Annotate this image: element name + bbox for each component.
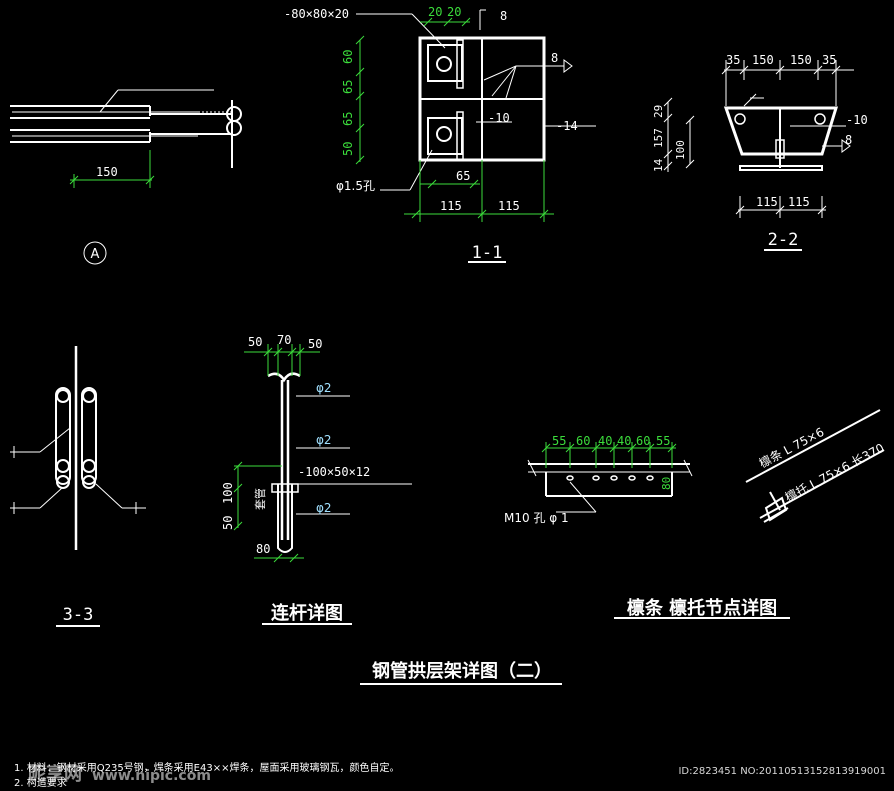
detail-a-marker: A	[91, 247, 100, 262]
section-1-1-weld-8b: 8	[551, 51, 558, 65]
section-2-2-left-100: 100	[674, 140, 687, 160]
watermark-id: ID:2823451 NO:20110513152813919001	[678, 766, 886, 777]
section-1-1-dim-65: 65	[456, 169, 470, 183]
section-1-1-weld-8: 8	[500, 9, 507, 23]
tie-rod-title: 连杆详图	[271, 602, 343, 624]
section-1-1-geometry	[355, 9, 596, 263]
watermark-url: www.nipic.com	[92, 768, 211, 784]
section-2-2-top-150a: 150	[752, 53, 774, 67]
purlin-dim-5: 60	[636, 434, 650, 448]
section-3-3-title: 3-3	[63, 605, 94, 625]
section-2-2-left-157: 157	[652, 128, 665, 148]
note-line-2: 2. 构造要求	[14, 776, 67, 789]
purlin-dim-2: 60	[576, 434, 590, 448]
purlin-dim-4: 40	[617, 434, 631, 448]
tie-rod-left-50: 50	[221, 516, 235, 530]
section-2-2-bottom-115b: 115	[788, 195, 810, 209]
section-1-1-plate-10: -10	[488, 111, 510, 125]
detail-a	[10, 89, 242, 265]
tie-rod-geometry	[233, 344, 412, 625]
section-1-1-left-65a: 65	[341, 80, 355, 94]
section-1-1-dim-top-a: 20	[428, 5, 442, 19]
purlin-dim-6: 55	[656, 434, 670, 448]
section-2-2-bottom-115a: 115	[756, 195, 778, 209]
section-3-3-geometry	[10, 346, 146, 627]
purlin-right-80: 80	[660, 477, 673, 490]
tie-rod-top-50b: 50	[308, 337, 322, 351]
section-2-2-geometry	[663, 60, 854, 251]
section-1-1-title: 1-1	[472, 243, 503, 263]
tie-rod-top-70: 70	[277, 333, 291, 347]
detail-a-dim-150: 150	[96, 165, 118, 179]
tie-rod-phi2-c: φ2	[316, 501, 332, 515]
purlin-dim-3: 40	[598, 434, 612, 448]
section-2-2-top-35b: 35	[822, 53, 836, 67]
tie-rod-top-50a: 50	[248, 335, 262, 349]
section-2-2-weld-8: 8	[845, 133, 852, 147]
main-title: 钢管拱层架详图（二）	[372, 660, 552, 682]
tie-rod-bottom-80: 80	[256, 542, 270, 556]
section-1-1-dim-top-b: 20	[447, 5, 461, 19]
section-2-2-left-29: 29	[652, 105, 665, 118]
section-1-1-plate-label: -80×80×20	[284, 7, 349, 21]
section-2-2-top-35a: 35	[726, 53, 740, 67]
note-line-1: 1. 材料：钢材采用Q235号钢，焊条采用E43××焊条，屋面采用玻璃钢瓦，颜色…	[14, 761, 399, 774]
tie-rod-plate: -100×50×12	[298, 465, 370, 479]
section-1-1-left-50: 50	[341, 142, 355, 156]
section-1-1-dim-115a: 115	[440, 199, 462, 213]
tie-rod-phi2-b: φ2	[316, 433, 332, 447]
purlin-node-title: 檩条 檩托节点详图	[627, 597, 777, 619]
purlin-node-geometry	[527, 409, 885, 619]
section-1-1-left-60: 60	[341, 50, 355, 64]
watermark-logo: 昵享网	[28, 763, 82, 785]
section-1-1-hole: φ1.5孔	[336, 179, 375, 193]
section-1-1-dim-115b: 115	[498, 199, 520, 213]
section-1-1-left-65b: 65	[341, 112, 355, 126]
tie-rod-sleeve: 套管	[253, 488, 267, 510]
section-2-2-left-14: 14	[652, 158, 665, 172]
section-2-2-plate-10: -10	[846, 113, 868, 127]
section-2-2-title: 2-2	[768, 230, 799, 250]
tie-rod-phi2-a: φ2	[316, 381, 332, 395]
section-2-2-top-150b: 150	[790, 53, 812, 67]
purlin-bolt-hole: M10 孔 φ 1	[504, 511, 569, 525]
section-1-1-plate-14: -14	[556, 119, 578, 133]
purlin-label: 檩条 L 75×6	[756, 424, 826, 471]
tie-rod-left-100: 100	[221, 482, 235, 504]
purlin-dim-1: 55	[552, 434, 566, 448]
